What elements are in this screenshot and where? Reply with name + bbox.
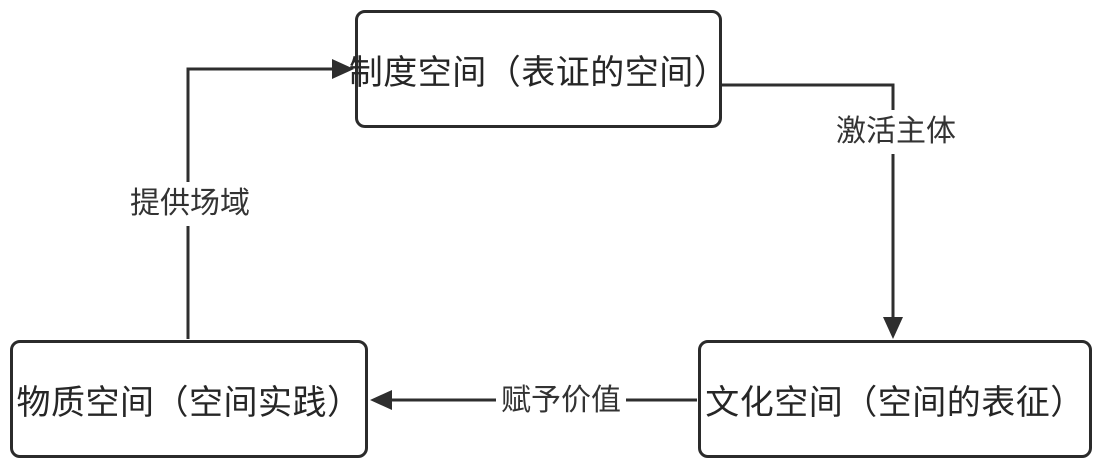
arrowhead-down-icon bbox=[883, 317, 903, 339]
node-institutional-space-label: 制度空间（表证的空间） bbox=[348, 53, 729, 92]
node-material-space: 物质空间（空间实践） bbox=[10, 340, 368, 458]
node-material-space-label: 物质空间（空间实践） bbox=[16, 383, 362, 422]
edge-label-provide-field: 提供场域 bbox=[125, 182, 255, 226]
node-cultural-space: 文化空间（空间的表征） bbox=[698, 340, 1092, 458]
edge-label-activate-subject: 激活主体 bbox=[831, 110, 961, 154]
node-institutional-space: 制度空间（表证的空间） bbox=[349, 10, 728, 128]
edge-material-to-institutional bbox=[186, 67, 336, 339]
edge-label-confer-value: 赋予价值 bbox=[496, 379, 626, 423]
node-cultural-space-label: 文化空间（空间的表征） bbox=[705, 383, 1085, 422]
arrowhead-left-icon bbox=[370, 390, 392, 410]
edge-institutional-to-cultural bbox=[722, 83, 895, 322]
arrowhead-right-icon bbox=[332, 59, 354, 79]
